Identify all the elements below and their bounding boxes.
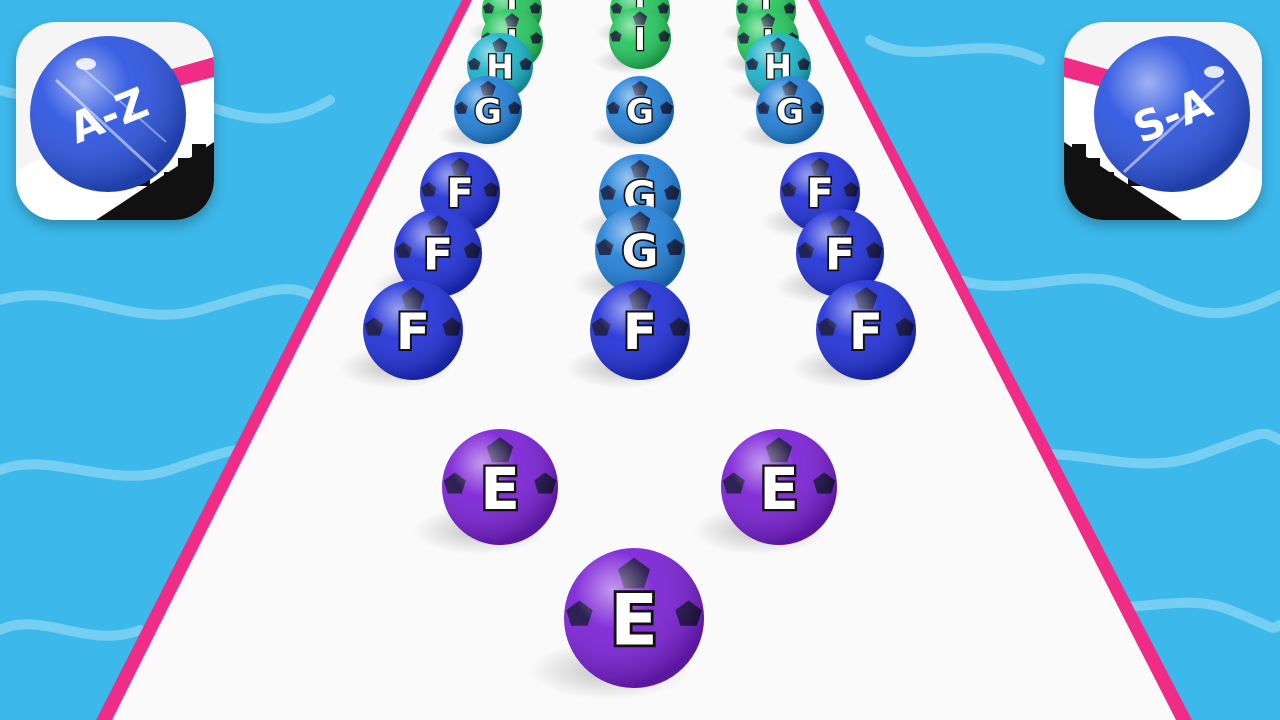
left-rail — [96, 0, 472, 720]
letter-ball: G — [437, 76, 522, 150]
ball-letter: F — [446, 171, 473, 217]
ball-letter: G — [474, 92, 502, 132]
ball-letter: I — [634, 22, 646, 58]
ball-letter: F — [849, 303, 883, 361]
ball-checkered-flag-icon: A-Z — [16, 22, 214, 220]
ball-letter: G — [776, 92, 804, 132]
ball-letter: G — [622, 225, 659, 278]
letter-ball: E — [529, 548, 704, 700]
ball-letter: F — [623, 303, 657, 361]
letter-ball: G — [739, 76, 824, 150]
ball-letter: G — [626, 92, 654, 132]
app-icon-a-z[interactable]: A-Z — [16, 22, 214, 220]
ball-letter: E — [759, 455, 799, 523]
app-icon-s-a[interactable]: S-A — [1064, 22, 1262, 220]
letter-ball: I — [593, 7, 671, 75]
letter-ball: F — [791, 280, 916, 389]
letter-ball: F — [774, 209, 884, 305]
letter-ball: F — [565, 280, 690, 389]
letter-ball: G — [589, 76, 674, 150]
ball-letter: F — [423, 230, 453, 281]
ball-letter: F — [825, 230, 855, 281]
ball-layer: IIIIIIHHGGGFFGGFFFFFEEE — [338, 0, 916, 700]
ball-letter: E — [480, 455, 520, 523]
ball-checkered-flag-icon: S-A — [1064, 22, 1262, 220]
letter-ball: F — [338, 280, 463, 389]
ball-letter: F — [806, 171, 833, 217]
ball-letter: E — [610, 580, 658, 662]
ball-letter: F — [396, 303, 430, 361]
letter-ball: E — [692, 429, 837, 555]
letter-ball: G — [572, 205, 685, 303]
right-rail — [808, 0, 1192, 720]
letter-ball: E — [413, 429, 558, 555]
